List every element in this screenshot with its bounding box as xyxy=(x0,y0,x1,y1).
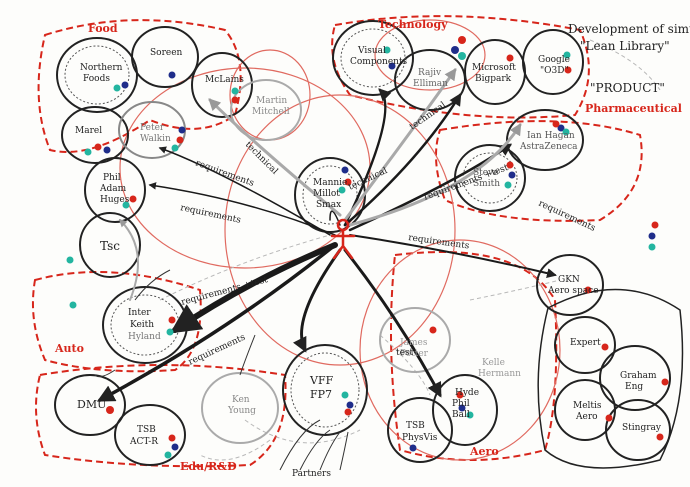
node-inter-2: Keith xyxy=(130,320,154,330)
node-stingray: Stingray xyxy=(622,423,662,433)
node-meltis-2: Aero xyxy=(575,412,598,422)
node-tsb-physvis-1: TSB xyxy=(406,421,425,431)
node-soreen: Soreen xyxy=(150,48,183,58)
edge-label-req1: requirements xyxy=(194,158,256,189)
node-steve-1: Steve xyxy=(473,168,499,178)
node-ken-2: Young xyxy=(227,406,256,416)
node-hyde-1: Hyde xyxy=(455,388,479,398)
technology-boundary xyxy=(331,15,590,119)
node-expert: Expert xyxy=(570,338,601,348)
sector-food: Food xyxy=(88,22,118,35)
node-ian-2: AstraZeneca xyxy=(519,142,578,152)
sector-technology: Technology xyxy=(378,18,448,31)
node-ken-1: Ken xyxy=(232,395,250,405)
node-tsb-actr-1: TSB xyxy=(137,425,156,435)
pencil-connections xyxy=(159,39,661,461)
node-labels: Northern Foods Soreen McLains Marel Pete… xyxy=(75,46,662,479)
sector-pharmaceutical: Pharmaceutical xyxy=(585,102,682,115)
node-phil-3: Huges xyxy=(100,195,130,205)
thin-connectors xyxy=(94,269,349,471)
node-microsoft-1: Microsoft xyxy=(472,63,516,73)
node-visual-2: Components xyxy=(350,57,408,67)
node-martin-2: Mitchell xyxy=(252,107,290,117)
node-hyde-3: Ball xyxy=(452,410,470,420)
title-line-1: Development of simul xyxy=(568,22,690,36)
edge-label-tech3: technical xyxy=(408,100,448,132)
node-graham-2: Eng xyxy=(625,382,643,392)
node-phil-2: Adam xyxy=(99,184,127,194)
node-peter-1: Peter xyxy=(140,123,165,133)
node-meltis-1: Meltis xyxy=(573,401,602,411)
node-inter-1: Inter xyxy=(128,308,151,318)
node-dmu: DMU xyxy=(77,398,106,411)
product-figure xyxy=(330,218,356,260)
node-northern-foods-2: Foods xyxy=(83,74,110,84)
node-marel: Marel xyxy=(75,126,102,136)
edge-label-test: test xyxy=(396,348,414,358)
node-rajiv-2: Elliman xyxy=(413,79,448,89)
node-gkn-1: GKN xyxy=(558,275,580,285)
node-circles xyxy=(54,20,684,469)
node-microsoft-2: Bigpark xyxy=(475,74,512,84)
node-mclains: McLains xyxy=(205,75,244,85)
diagram-title: Development of simul "Lean Library" "PRO… xyxy=(568,22,690,95)
edge-label-req4: requirements xyxy=(408,233,471,252)
node-tsb-actr-2: ACT-R xyxy=(129,437,158,447)
node-tsc: Tsc xyxy=(100,239,120,253)
node-center-3: Smax xyxy=(316,200,341,210)
node-ian-1: Ian Hagan xyxy=(527,131,575,141)
title-line-3: "PRODUCT" xyxy=(590,81,665,95)
edge-label-req2: requirements xyxy=(179,203,242,226)
sector-auto: Auto xyxy=(54,342,84,355)
title-line-2: "Lean Library" xyxy=(580,39,670,53)
node-center-2: Millot xyxy=(313,189,340,199)
edge-label-req3: requirements xyxy=(537,199,597,234)
node-vff-1: VFF xyxy=(309,374,334,387)
node-vff-2: FP7 xyxy=(310,388,332,401)
node-gkn-2: Aero space xyxy=(547,286,599,296)
node-center-1: Mannie xyxy=(313,178,347,188)
node-hyde-2: Phil xyxy=(452,399,470,409)
edu-boundary xyxy=(35,364,287,468)
node-steve-2: Smith xyxy=(473,179,500,189)
node-peter-2: Walkin xyxy=(140,134,171,144)
secondary-arrows xyxy=(118,68,522,301)
node-tsb-physvis-2: PhysVis xyxy=(402,433,438,443)
node-kelle-1: Kelle xyxy=(482,358,505,368)
node-kelle-2: Hermann xyxy=(478,369,521,379)
node-james-1: James xyxy=(399,338,428,348)
node-partners: Partners xyxy=(292,469,331,479)
sector-labels: Food Technology Pharmaceutical Auto Edu/… xyxy=(54,18,682,473)
node-rajiv-1: Rajiv xyxy=(418,68,442,78)
node-martin-1: Martin xyxy=(256,96,287,106)
sector-edu: Edu/R&D xyxy=(180,460,237,473)
node-google-2: "O3D" xyxy=(540,66,569,76)
colored-dots xyxy=(66,36,669,459)
food-boundary xyxy=(37,19,242,153)
node-james-2: Potter xyxy=(400,349,429,359)
node-northern-foods-1: Northern xyxy=(80,63,123,73)
node-graham-1: Graham xyxy=(620,371,657,381)
pharma-boundary xyxy=(435,120,643,222)
node-phil-1: Phil xyxy=(103,173,121,183)
node-google-1: Google xyxy=(538,55,570,65)
node-visual-1: Visual xyxy=(357,46,386,56)
node-inter-3: Hyland xyxy=(128,332,161,342)
sector-aero: Aero xyxy=(469,445,499,458)
primary-arrows xyxy=(96,88,557,402)
